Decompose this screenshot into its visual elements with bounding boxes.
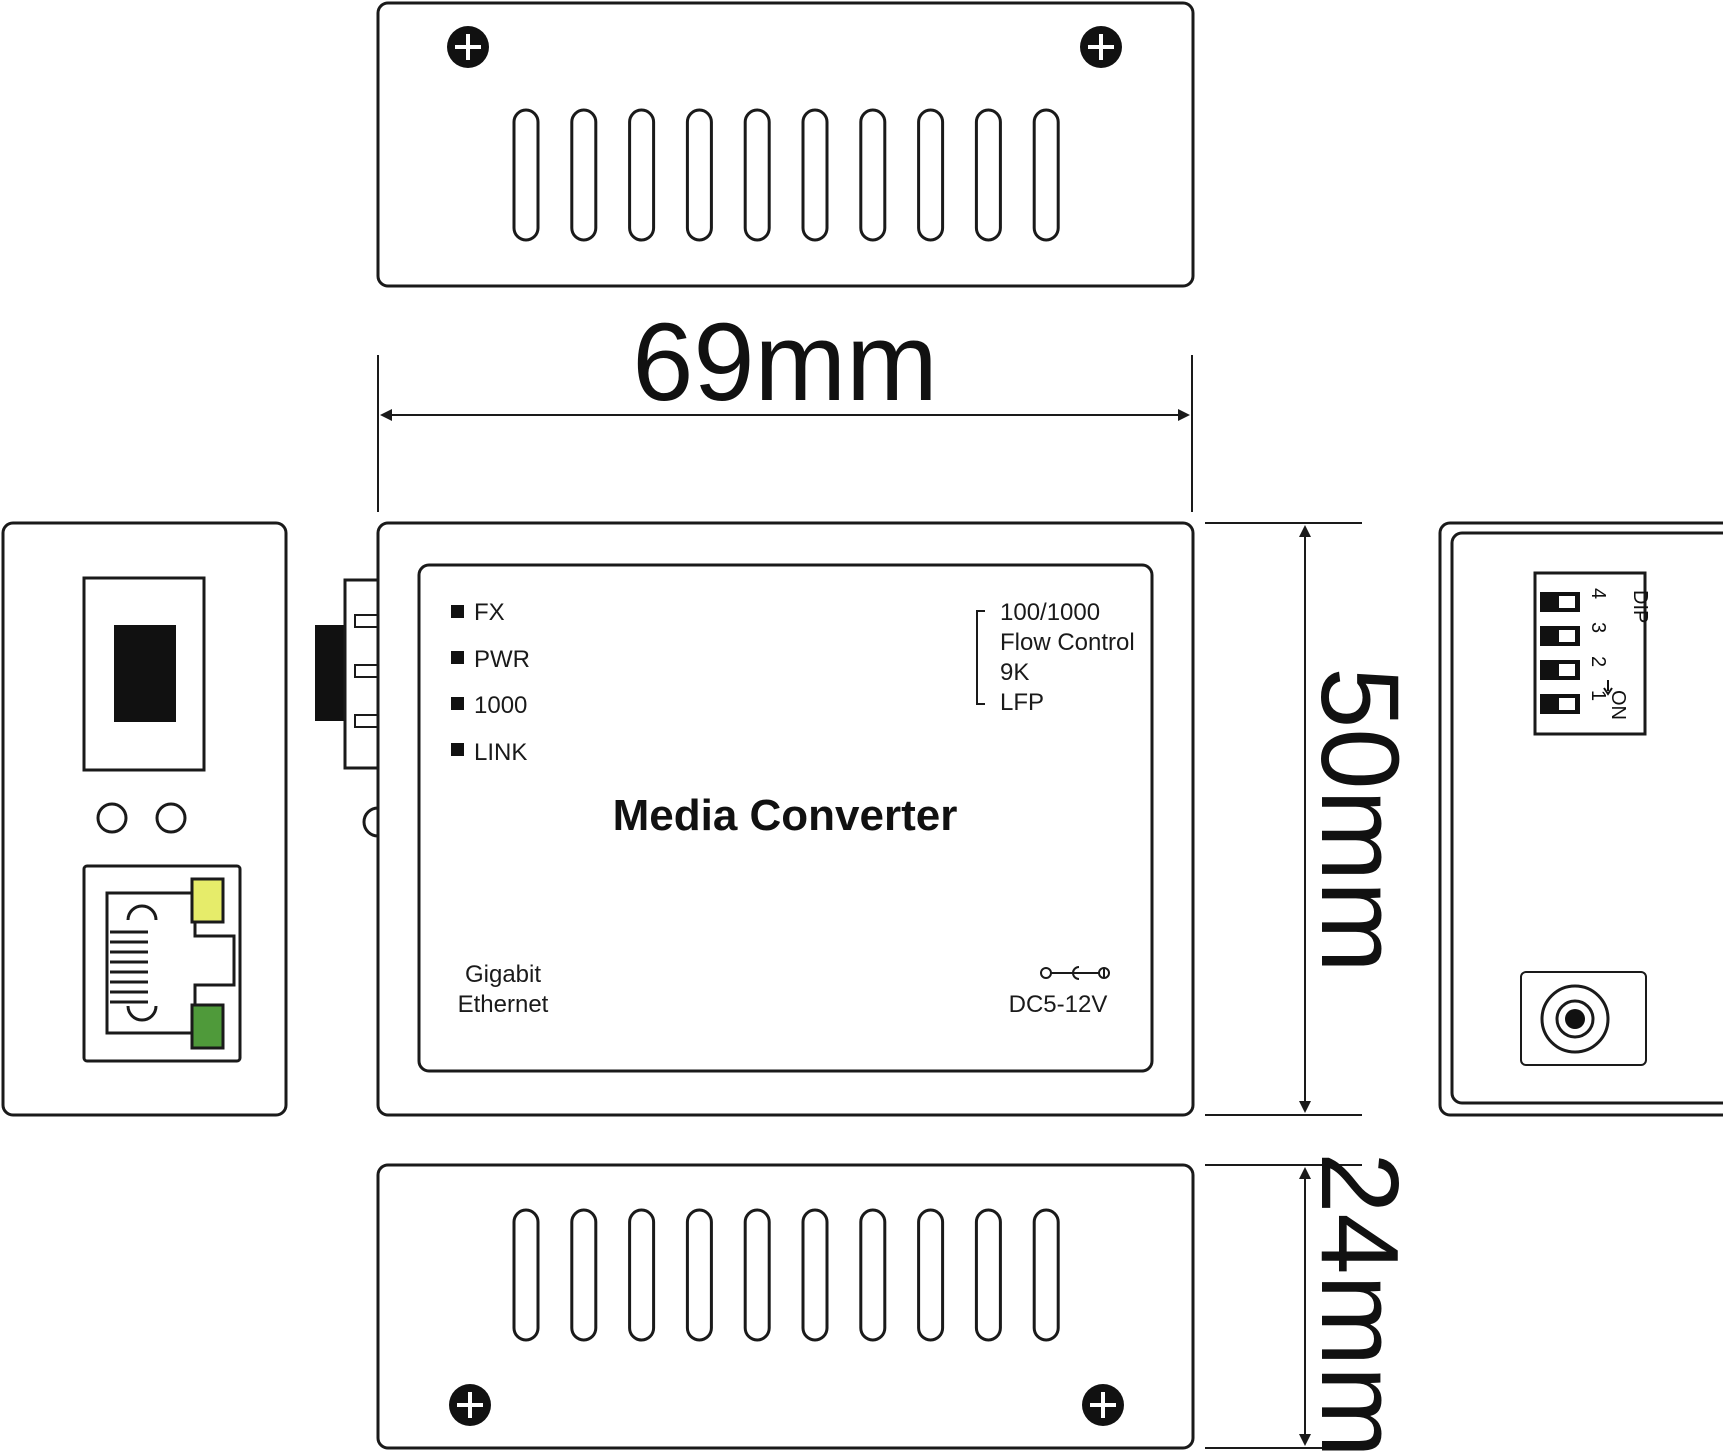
length-label: 69mm — [632, 301, 938, 424]
led-green — [190, 1003, 225, 1050]
top-view — [376, 1, 1195, 288]
length-dimension: 69mm — [377, 301, 1193, 512]
led-label-1000: 1000 — [474, 692, 527, 719]
dip-number-1: 1 — [1587, 690, 1609, 701]
dip-number-2: 2 — [1587, 656, 1609, 667]
fiber-connector — [315, 578, 380, 838]
left-side-view — [1, 521, 288, 1117]
dip-number-4: 4 — [1587, 588, 1609, 599]
height-dimension: 24mm — [1205, 1152, 1421, 1451]
bottom-case-outline — [376, 1163, 1195, 1450]
dip-lever-knob — [1557, 594, 1577, 610]
vent-slot — [628, 1208, 656, 1342]
dip-switch[interactable]: DIP ON 4 3 2 1 — [1533, 571, 1651, 736]
screw-icon — [1082, 1384, 1124, 1426]
width-label: 50mm — [1298, 667, 1421, 973]
left-case-outline — [1, 521, 288, 1117]
indicator-hole — [96, 802, 128, 834]
bottom-view — [376, 1163, 1195, 1450]
power-label: DC5-12V — [1009, 991, 1108, 1018]
screw-icon — [447, 26, 489, 68]
led-label-fx: FX — [474, 599, 505, 626]
vent-slot — [859, 1208, 887, 1342]
led-list: FX PWR 1000 LINK — [451, 599, 530, 766]
vent-slot — [859, 108, 887, 242]
dip-function-3: 9K — [1000, 659, 1029, 686]
indicator-hole — [155, 802, 187, 834]
vent-slots — [512, 1208, 1060, 1342]
dip-function-4: LFP — [1000, 689, 1044, 716]
vent-slot — [570, 108, 598, 242]
dip-number-3: 3 — [1587, 622, 1609, 633]
dip-lever-knob — [1557, 696, 1577, 712]
vent-slot — [974, 108, 1002, 242]
top-case-outline — [376, 1, 1195, 288]
port-label-line2: Ethernet — [458, 991, 549, 1018]
vent-slot — [917, 108, 945, 242]
vent-slot — [628, 108, 656, 242]
dip-lever-knob — [1557, 662, 1577, 678]
product-title: Media Converter — [613, 791, 958, 840]
dc-polarity-icon — [1040, 966, 1110, 980]
screw-icon — [1080, 26, 1122, 68]
vent-slot — [801, 1208, 829, 1342]
label-panel — [417, 563, 1154, 1073]
vent-slot — [974, 1208, 1002, 1342]
vent-slots — [512, 108, 1060, 242]
vent-slot — [801, 108, 829, 242]
width-dimension: 50mm — [1205, 522, 1421, 1116]
vent-slot — [743, 1208, 771, 1342]
vent-slot — [685, 108, 713, 242]
dip-on-label: ON — [1607, 690, 1629, 720]
dip-function-1: 100/1000 — [1000, 599, 1100, 626]
dc-jack-icon — [1520, 971, 1647, 1066]
vent-slot — [512, 1208, 540, 1342]
led-label-pwr: PWR — [474, 646, 530, 673]
front-case-outline — [376, 521, 1195, 1117]
led-yellow — [190, 877, 225, 924]
vent-slot — [917, 1208, 945, 1342]
dip-function-2: Flow Control — [1000, 629, 1135, 656]
dip-label: DIP — [1629, 590, 1651, 623]
height-label: 24mm — [1298, 1152, 1421, 1451]
vent-slot — [1032, 108, 1060, 242]
vent-slot — [570, 1208, 598, 1342]
led-label-link: LINK — [474, 739, 527, 766]
rj45-port-icon — [82, 864, 242, 1063]
dip-lever-knob — [1557, 628, 1577, 644]
vent-slot — [685, 1208, 713, 1342]
vent-slot — [512, 108, 540, 242]
front-view: FX PWR 1000 LINK 100/1000 Flow Control 9… — [315, 521, 1195, 1117]
fiber-port-icon — [82, 576, 206, 772]
vent-slot — [743, 108, 771, 242]
screw-icon — [449, 1384, 491, 1426]
port-label-line1: Gigabit — [465, 961, 541, 988]
vent-slot — [1032, 1208, 1060, 1342]
dip-function-list: 100/1000 Flow Control 9K LFP — [976, 599, 1135, 716]
right-side-view: DIP ON 4 3 2 1 — [1438, 521, 1723, 1117]
